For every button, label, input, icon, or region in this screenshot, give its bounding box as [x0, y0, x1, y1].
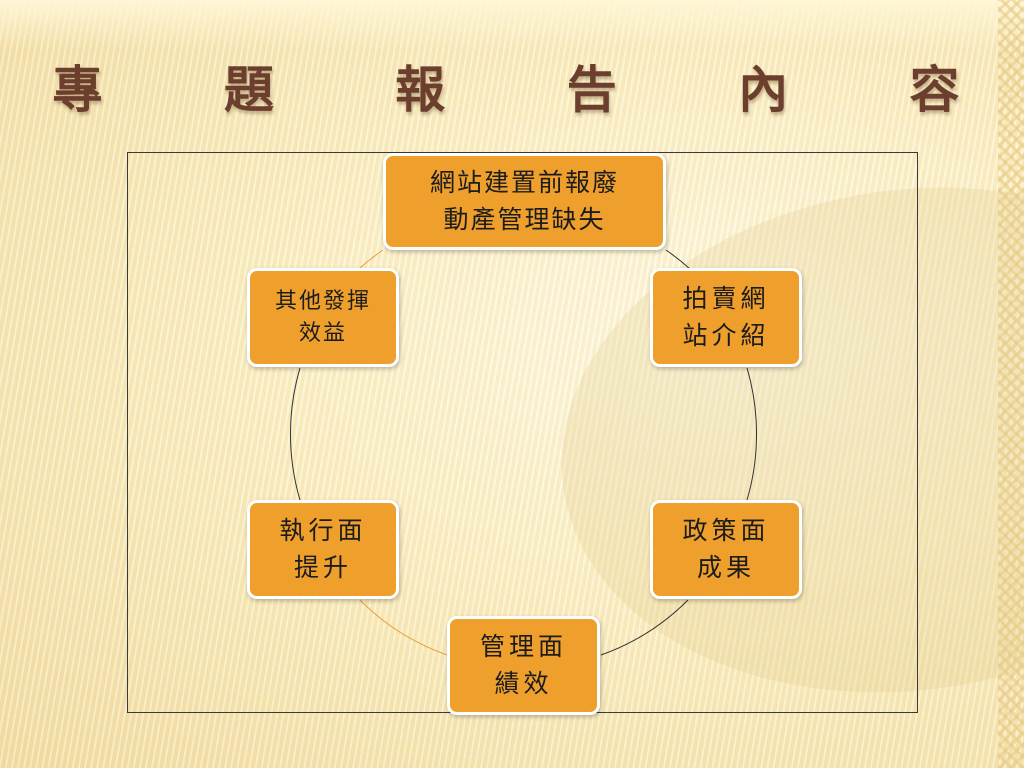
- node-bottom-left: 執行面 提升: [247, 500, 399, 599]
- node-top: 網站建置前報廢 動產管理缺失: [383, 153, 666, 250]
- arc-top-left-to-top: [359, 249, 384, 269]
- decorative-right-edge: [998, 0, 1024, 768]
- node-top-right: 拍賣網 站介紹: [650, 268, 802, 367]
- arc-bottom-left-to-top-left: [290, 367, 301, 501]
- arc-top-to-top-right: [665, 249, 691, 270]
- node-top-left: 其他發揮 效益: [247, 268, 399, 367]
- background-top-band: [0, 0, 1024, 50]
- node-bottom-right: 政策面 成果: [650, 500, 802, 599]
- node-bottom: 管理面 績效: [447, 616, 600, 715]
- page-title: 專 題 報 告 內 容: [52, 60, 1012, 119]
- arc-bottom-right-to-bottom: [600, 599, 689, 656]
- arc-top-right-to-bottom-right: [746, 367, 757, 501]
- arc-bottom-to-bottom-left: [359, 599, 448, 656]
